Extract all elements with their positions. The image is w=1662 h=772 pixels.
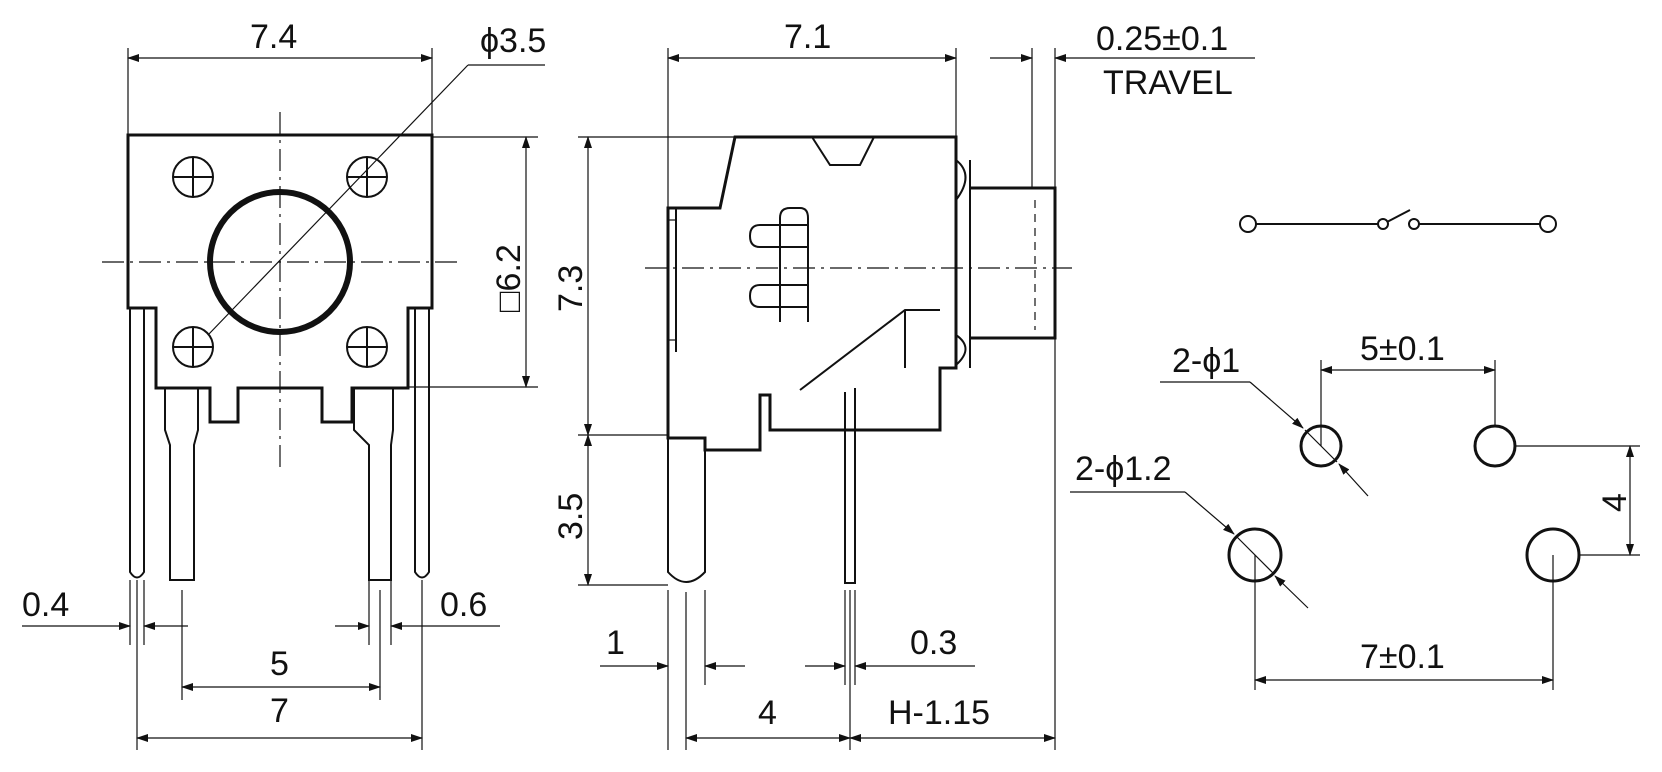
small-hole-label: 2-ϕ1 bbox=[1172, 342, 1240, 380]
cap-diameter-label: ϕ3.5 bbox=[480, 22, 546, 60]
width-label: 7.4 bbox=[250, 18, 297, 56]
side-pin-thick bbox=[667, 438, 706, 583]
top-spacing-label: 5±0.1 bbox=[1360, 330, 1445, 368]
large-hole-label: 2-ϕ1.2 bbox=[1075, 450, 1172, 488]
side-ramp bbox=[799, 309, 940, 391]
pin-length-label: 3.5 bbox=[552, 493, 590, 540]
front-pin-left bbox=[164, 388, 199, 581]
side-view: 7.1 0.25±0.1 TRAVEL 7.3 3.5 1 0.3 bbox=[552, 18, 1255, 750]
side-slot bbox=[748, 207, 809, 322]
overall-label: H-1.15 bbox=[888, 694, 990, 732]
cap-diameter-leader bbox=[207, 64, 469, 336]
height-label: 7.3 bbox=[552, 265, 590, 312]
pin-offset-label: 1 bbox=[606, 624, 625, 662]
pin-width-label: 0.4 bbox=[22, 586, 69, 624]
depth-label: 7.1 bbox=[784, 18, 831, 56]
pcb-layout: 2-ϕ1 2-ϕ1.2 5±0.1 4 7±0.1 bbox=[1070, 330, 1640, 690]
front-pin-right bbox=[353, 388, 394, 581]
pcb-hole-small-right bbox=[1473, 424, 1517, 468]
pin-thickness-label: 0.3 bbox=[910, 624, 957, 662]
outer-pitch-label: 7 bbox=[270, 692, 289, 730]
body-label: □6.2 bbox=[490, 244, 528, 312]
side-plunger bbox=[970, 186, 1057, 340]
vertical-label: 4 bbox=[1596, 493, 1634, 512]
side-body-outline bbox=[666, 135, 958, 452]
pin-thick-label: 0.6 bbox=[440, 586, 487, 624]
switch-symbol bbox=[1239, 209, 1557, 233]
side-pin-thin bbox=[844, 388, 856, 584]
side-top-notch bbox=[811, 136, 875, 166]
front-right-lead bbox=[414, 308, 430, 579]
front-view: ϕ3.5 7.4 □6.2 0.4 0.6 5 7 bbox=[22, 18, 546, 750]
front-left-lead bbox=[129, 308, 145, 579]
front-actuator-circle bbox=[207, 189, 353, 335]
pin-pitch-label: 5 bbox=[270, 645, 289, 683]
front-corner-holes bbox=[172, 156, 388, 368]
travel-value: 0.25±0.1 bbox=[1096, 20, 1228, 58]
bottom-spacing-label: 7±0.1 bbox=[1360, 638, 1445, 676]
travel-text: TRAVEL bbox=[1103, 64, 1233, 102]
pin-spacing-label: 4 bbox=[758, 694, 777, 732]
